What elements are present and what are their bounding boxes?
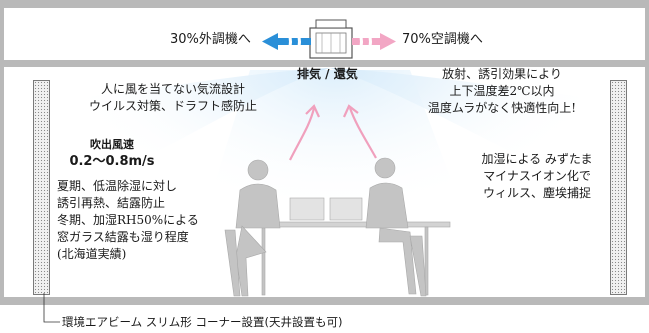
- left-top-line: ウイルス対策、ドラフト感防止: [88, 99, 257, 113]
- air-speed-title: 吹出風速: [90, 138, 134, 151]
- caption: 環境エアビーム スリム形 コーナー設置(天井設置も可): [62, 315, 343, 329]
- left-lower-line: (北海道実績): [57, 247, 127, 261]
- duct-unit-icon: [309, 19, 353, 59]
- blue-arrow-left-icon: [262, 32, 311, 51]
- right-mid-line: マイナスイオン化で: [483, 169, 591, 183]
- diffuser-panel-left: [33, 80, 50, 295]
- duct-right-label: 70%空調機へ: [402, 32, 483, 47]
- left-lower-line: 誘引再熱、結露防止: [57, 196, 166, 210]
- right-mid-line: ウィルス、塵埃捕捉: [482, 186, 591, 200]
- ceiling-bar: [0, 60, 649, 67]
- exhaust-label: 排気 / 還気: [297, 67, 358, 81]
- left-lower-text: 夏期、低温除湿に対し 誘引再熱、結露防止 冬期、加湿RH50%による 窓ガラス結…: [57, 178, 199, 263]
- air-speed-block: 吹出風速 0.2〜0.8m/s: [57, 136, 167, 170]
- left-top-text: 人に風を当てない気流設計 ウイルス対策、ドラフト感防止: [78, 81, 268, 115]
- left-lower-line: 窓ガラス結露も湿り程度: [57, 230, 189, 244]
- pink-arrow-right-icon: [352, 32, 396, 51]
- left-wall: [0, 8, 4, 297]
- left-top-line: 人に風を当てない気流設計: [100, 82, 245, 96]
- air-speed-value: 0.2〜0.8m/s: [69, 154, 155, 169]
- duct-left-label: 30%外調機へ: [170, 32, 251, 47]
- right-top-line: 温度ムラがなく快適性向上!: [427, 101, 577, 115]
- right-mid-line: 加湿による みずたま: [481, 152, 593, 166]
- exhaust-arrow-icon: [289, 104, 377, 161]
- right-top-line: 上下温度差2℃以内: [449, 84, 555, 98]
- left-lower-line: 冬期、加湿RH50%による: [57, 213, 199, 227]
- right-mid-text: 加湿による みずたま マイナスイオン化で ウィルス、塵埃捕捉: [472, 151, 602, 202]
- ceiling-top-bar: [0, 0, 649, 8]
- diffuser-panel-right: [610, 80, 627, 295]
- floor-bar: [0, 297, 649, 305]
- right-wall: [645, 8, 649, 297]
- office-people-icon: [224, 157, 451, 297]
- left-lower-line: 夏期、低温除湿に対し: [57, 179, 178, 193]
- right-top-line: 放射、誘引効果により: [442, 67, 562, 81]
- right-top-text: 放射、誘引効果により 上下温度差2℃以内 温度ムラがなく快適性向上!: [402, 66, 602, 117]
